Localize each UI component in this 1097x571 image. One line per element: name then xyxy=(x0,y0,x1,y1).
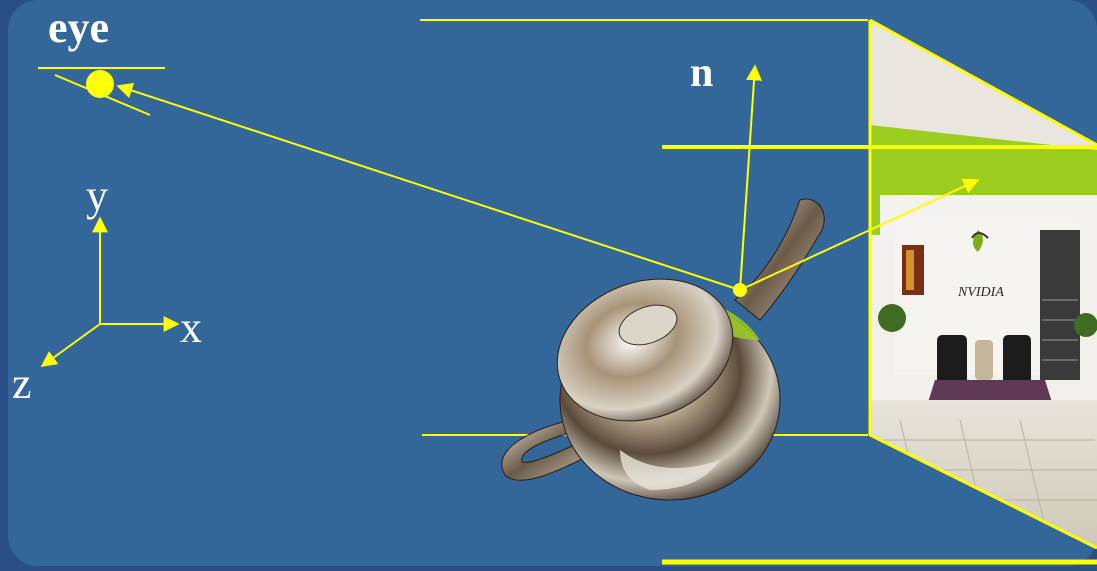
eye-point xyxy=(86,70,114,98)
eye-label: eye xyxy=(48,3,109,52)
z-axis-label: z xyxy=(12,359,32,408)
normal-label: n xyxy=(690,50,713,96)
logo-text: NVIDIA xyxy=(957,285,1004,300)
x-axis-label: x xyxy=(180,303,202,352)
y-axis-label: y xyxy=(86,171,108,220)
reflection-point xyxy=(733,283,747,297)
